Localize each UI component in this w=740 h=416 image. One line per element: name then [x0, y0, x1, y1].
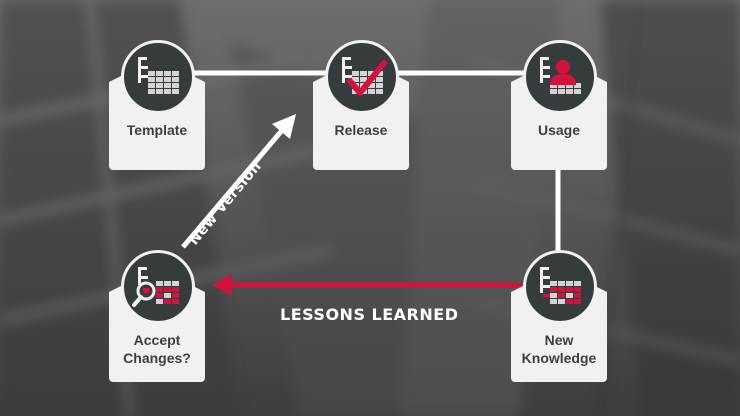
lessons-learned-label: LESSONS LEARNED [280, 305, 459, 324]
node-new-knowledge: New Knowledge [511, 250, 607, 382]
node-label: Template [126, 122, 188, 138]
node-label-line1: New [544, 332, 574, 348]
lessons-learned-arrow [212, 274, 522, 296]
table-icon [121, 40, 195, 114]
node-label-line2: Knowledge [521, 350, 597, 366]
node-release: Release [313, 40, 409, 170]
node-template: Template [109, 40, 205, 170]
node-label-line1: Accept [133, 332, 181, 348]
node-usage: Usage [511, 40, 607, 170]
magnifier-table-icon [121, 250, 195, 324]
node-label: Usage [537, 122, 581, 138]
new-version-arrow [181, 114, 296, 249]
highlighted-table-icon [523, 250, 597, 324]
user-table-icon [523, 40, 597, 114]
node-label-line2: Changes? [123, 350, 191, 366]
node-accept-changes: Accept Changes? [109, 250, 205, 382]
checked-table-icon [325, 40, 399, 114]
node-label: Release [334, 122, 388, 138]
